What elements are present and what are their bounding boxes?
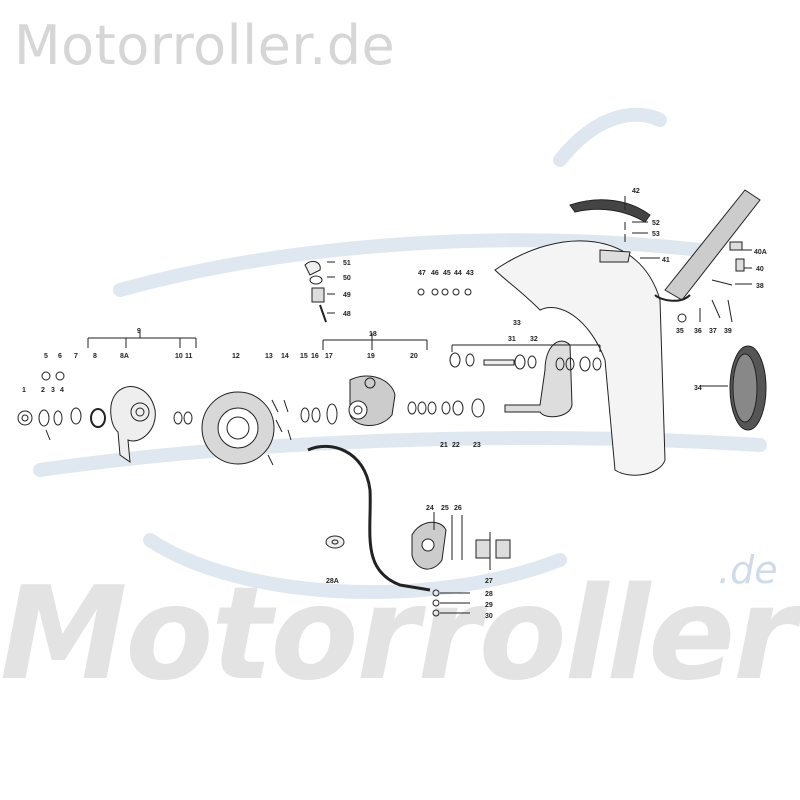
callout-8a: 8A bbox=[120, 353, 129, 360]
callout-11: 11 bbox=[185, 353, 193, 360]
part-20 bbox=[407, 401, 417, 415]
callout-37: 37 bbox=[709, 328, 717, 335]
part-15 bbox=[300, 407, 310, 423]
callout-47: 47 bbox=[418, 270, 426, 277]
callout-38: 38 bbox=[756, 283, 764, 290]
callout-24: 24 bbox=[426, 505, 434, 512]
callout-39: 39 bbox=[724, 328, 732, 335]
part-6 bbox=[55, 371, 65, 381]
brake-hose bbox=[307, 444, 431, 592]
callout-40: 40 bbox=[756, 266, 764, 273]
callout-49: 49 bbox=[343, 292, 351, 299]
callout-28: 28 bbox=[485, 591, 493, 598]
callout-2: 2 bbox=[41, 387, 45, 394]
callout-42: 42 bbox=[632, 188, 640, 195]
callout-23: 23 bbox=[473, 442, 481, 449]
callout-40a: 40A bbox=[754, 249, 767, 256]
callout-18: 18 bbox=[369, 331, 377, 338]
callout-9: 9 bbox=[137, 328, 141, 335]
part-8a bbox=[110, 386, 156, 464]
callout-4: 4 bbox=[60, 387, 64, 394]
callout-15: 15 bbox=[300, 353, 308, 360]
fender-trim bbox=[569, 199, 651, 223]
callout-8: 8 bbox=[93, 353, 97, 360]
part-21 bbox=[441, 401, 451, 415]
part-5 bbox=[41, 371, 51, 381]
callout-13: 13 bbox=[265, 353, 273, 360]
callout-46: 46 bbox=[431, 270, 439, 277]
callout-16: 16 bbox=[311, 353, 319, 360]
callout-34: 34 bbox=[694, 385, 702, 392]
part-51 bbox=[304, 260, 321, 276]
callout-22: 22 bbox=[452, 442, 460, 449]
callout-7: 7 bbox=[74, 353, 78, 360]
part-10 bbox=[173, 411, 183, 425]
part-50 bbox=[309, 275, 323, 285]
callout-21: 21 bbox=[440, 442, 448, 449]
callout-10: 10 bbox=[175, 353, 183, 360]
callout-6: 6 bbox=[58, 353, 62, 360]
part-49 bbox=[311, 287, 325, 303]
part-23 bbox=[471, 398, 485, 418]
part-14 bbox=[283, 399, 292, 441]
callout-45: 45 bbox=[443, 270, 451, 277]
callout-3: 3 bbox=[51, 387, 55, 394]
callout-17: 17 bbox=[325, 353, 333, 360]
callout-41: 41 bbox=[662, 257, 670, 264]
brake-pad-b bbox=[495, 539, 511, 559]
part-2 bbox=[38, 409, 50, 427]
callout-35: 35 bbox=[676, 328, 684, 335]
part-16 bbox=[311, 407, 321, 423]
callout-19: 19 bbox=[367, 353, 375, 360]
fork-tube bbox=[664, 189, 761, 301]
brake-pad-a bbox=[475, 539, 491, 559]
part-13 bbox=[271, 399, 283, 433]
callout-31: 31 bbox=[508, 336, 516, 343]
callout-20: 20 bbox=[410, 353, 418, 360]
callout-36: 36 bbox=[694, 328, 702, 335]
callout-29: 29 bbox=[485, 602, 493, 609]
watermark-de: .de bbox=[718, 548, 778, 592]
callout-30: 30 bbox=[485, 613, 493, 620]
callout-12: 12 bbox=[232, 353, 240, 360]
part-17 bbox=[326, 403, 338, 425]
callout-51: 51 bbox=[343, 260, 351, 267]
part-22 bbox=[452, 400, 464, 416]
callout-32: 32 bbox=[530, 336, 538, 343]
part-8 bbox=[90, 408, 106, 428]
callout-27: 27 bbox=[485, 578, 493, 585]
callout-28a: 28A bbox=[326, 578, 339, 585]
part-28a bbox=[325, 535, 345, 549]
callout-26: 26 bbox=[454, 505, 462, 512]
part-3 bbox=[53, 410, 63, 426]
callout-50: 50 bbox=[343, 275, 351, 282]
callout-43: 43 bbox=[466, 270, 474, 277]
callout-52: 52 bbox=[652, 220, 660, 227]
watermark-top: Motorroller.de bbox=[14, 14, 396, 77]
part-11 bbox=[183, 411, 193, 425]
callout-25: 25 bbox=[441, 505, 449, 512]
callout-1: 1 bbox=[22, 387, 26, 394]
front-fender bbox=[494, 240, 666, 476]
callout-53: 53 bbox=[652, 231, 660, 238]
callout-44: 44 bbox=[454, 270, 462, 277]
fork-leg bbox=[504, 340, 573, 418]
callout-48: 48 bbox=[343, 311, 351, 318]
callout-33: 33 bbox=[513, 320, 521, 327]
part-7 bbox=[70, 407, 82, 425]
part-1 bbox=[17, 410, 33, 426]
callout-5: 5 bbox=[44, 353, 48, 360]
callout-14: 14 bbox=[281, 353, 289, 360]
